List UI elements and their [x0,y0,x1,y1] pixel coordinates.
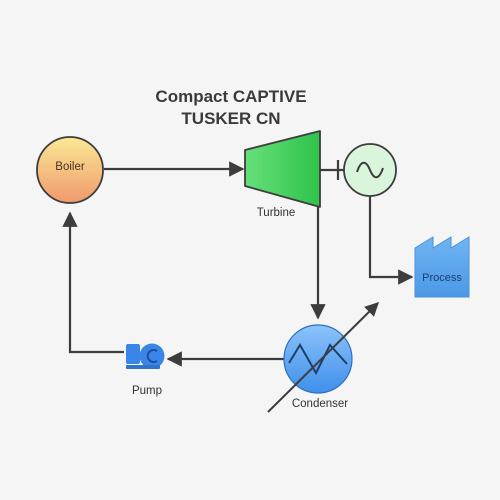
condenser-label: Condenser [291,398,349,410]
turbine-icon [244,130,321,208]
factory-icon [414,236,470,298]
title-line-1: Compact CAPTIVE [155,87,307,106]
pump-foot [126,365,160,369]
title-line-2: TUSKER CN [181,109,281,128]
pump-label: Pump [131,385,163,397]
condenser-icon [283,324,353,394]
pump-c-mark [146,349,158,363]
condenser-coil-icon [288,343,348,376]
arrow-pump-to-boiler [62,211,124,354]
generator-node [343,143,397,197]
condenser-node [267,302,379,413]
condenser-diagonal-arrow [267,302,379,413]
turbine-node [244,130,321,208]
pump-icon [139,343,165,369]
boiler-circle [36,136,104,204]
sine-wave-icon [356,161,384,179]
pump-node [126,343,165,369]
turbine-label: Turbine [256,207,296,219]
arrow-generator-to-process [368,195,414,285]
boiler-label: Boiler [55,161,85,173]
boiler-node [36,136,104,204]
process-label: Process [422,272,462,284]
process-node [414,236,470,298]
diagram-title: Compact CAPTIVE TUSKER CN [0,86,462,130]
pump-base [126,344,140,364]
flow-lines [62,160,414,367]
